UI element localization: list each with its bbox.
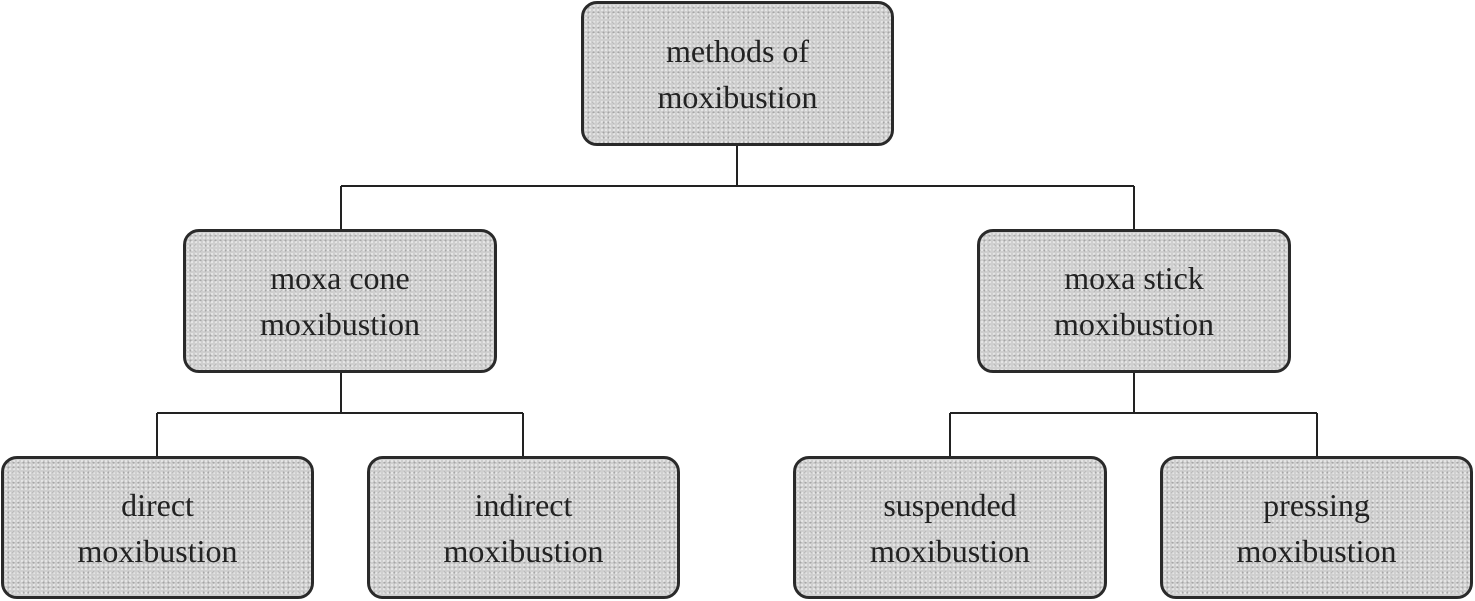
node-label-line1: moxa cone <box>270 260 410 296</box>
node-label-line1: pressing <box>1263 486 1370 523</box>
node-label-line2: moxibustion <box>1053 306 1214 342</box>
node-label-line1: moxa stick <box>1064 260 1204 296</box>
node-moxa-cone-moxibustion: moxa cone moxibustion <box>183 229 497 373</box>
node-pressing-moxibustion: pressing moxibustion <box>1160 456 1473 599</box>
node-label-line2: moxibustion <box>1236 532 1397 569</box>
node-methods-of-moxibustion: methods of moxibustion <box>581 1 894 146</box>
node-moxa-stick-moxibustion: moxa stick moxibustion <box>977 229 1291 373</box>
node-label-line2: moxibustion <box>657 78 818 115</box>
node-direct-moxibustion: direct moxibustion <box>1 456 314 599</box>
node-label-line2: moxibustion <box>259 306 420 342</box>
node-label-line2: moxibustion <box>443 532 604 569</box>
node-label-line2: moxibustion <box>77 532 238 569</box>
node-suspended-moxibustion: suspended moxibustion <box>793 456 1107 599</box>
node-label-line1: direct <box>121 486 194 523</box>
node-label-line2: moxibustion <box>869 532 1030 569</box>
node-label-line1: indirect <box>474 486 573 523</box>
node-label-line1: methods of <box>665 32 810 69</box>
node-indirect-moxibustion: indirect moxibustion <box>367 456 680 599</box>
node-label-line1: suspended <box>883 486 1017 523</box>
